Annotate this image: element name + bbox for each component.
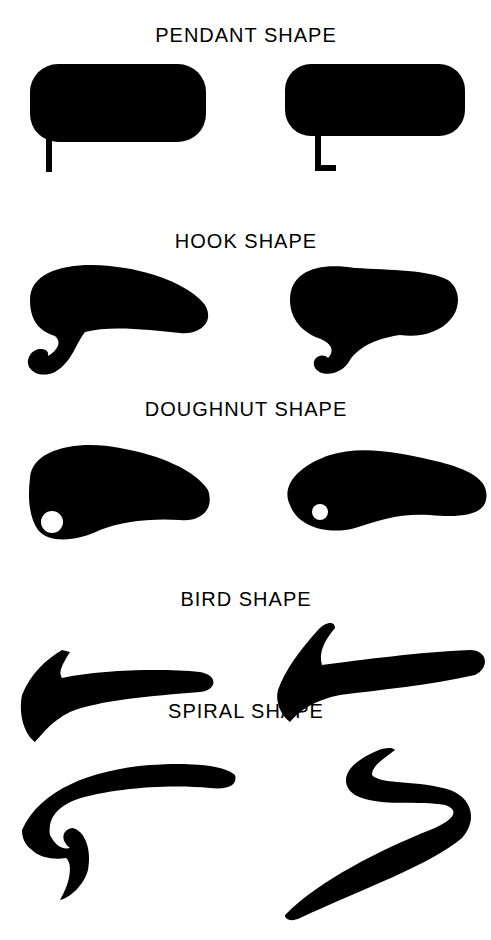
doughnut-shapes bbox=[29, 445, 487, 539]
hook-shapes bbox=[28, 265, 458, 375]
shape-heading: SPIRAL SHAPE bbox=[168, 700, 324, 723]
shape-heading: HOOK SHAPE bbox=[175, 230, 317, 253]
spiral-shapes bbox=[22, 748, 471, 920]
shape-heading: DOUGHNUT SHAPE bbox=[145, 398, 348, 421]
bird-shapes bbox=[21, 623, 485, 742]
pendant-shapes bbox=[30, 64, 465, 172]
shape-heading: BIRD SHAPE bbox=[180, 588, 311, 611]
shape-heading: PENDANT SHAPE bbox=[155, 24, 337, 47]
